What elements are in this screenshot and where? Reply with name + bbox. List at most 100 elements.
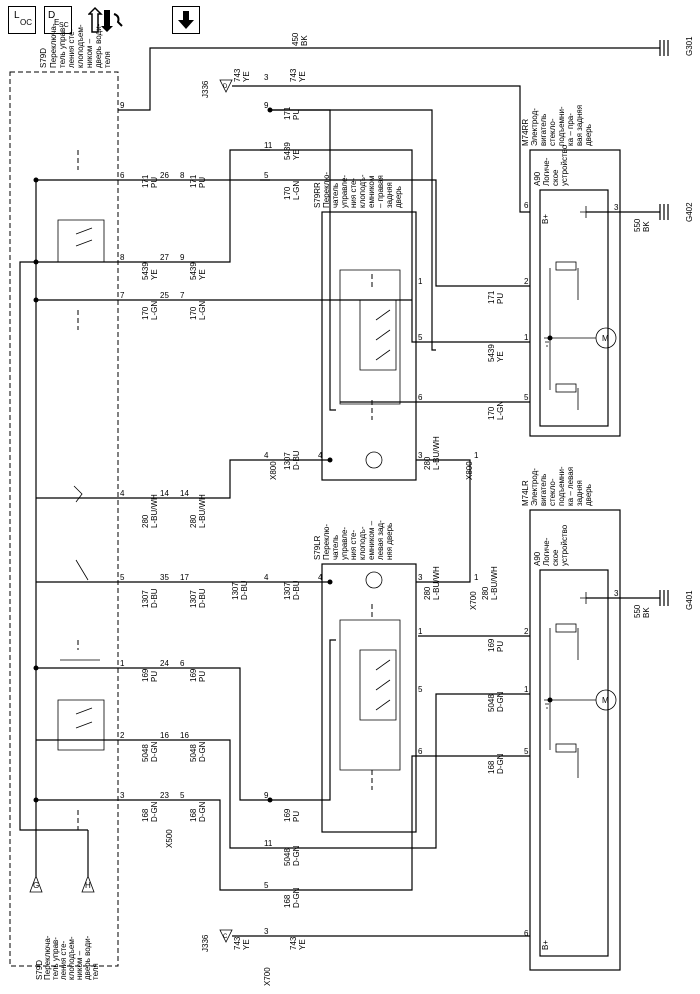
loc-icon-sub: OC [20,18,32,27]
svg-text:5: 5 [264,171,269,180]
svg-text:X800: X800 [269,461,278,480]
svg-text:тель управ-: тель управ- [58,25,67,68]
svg-text:6: 6 [180,659,185,668]
svg-text:Переклю-: Переклю- [322,524,331,560]
svg-text:BK: BK [642,607,651,618]
svg-text:клоподъем-: клоподъем- [76,24,85,68]
svg-text:клоподъ-: клоподъ- [358,526,367,560]
ground-g301: G301 [659,36,694,56]
svg-text:3: 3 [614,589,619,598]
svg-text:YE: YE [198,269,207,280]
svg-text:1: 1 [474,573,479,582]
svg-text:YE: YE [150,269,159,280]
svg-text:3: 3 [264,73,269,82]
ref-g-connector: G [29,874,43,893]
m74lr-label: M74LR Электрод- вигатель стекло- подъемн… [521,466,593,506]
svg-text:стекло-: стекло- [548,478,557,506]
svg-text:3: 3 [120,791,125,800]
svg-text:управле-: управле- [340,175,349,208]
connector-swap-icon[interactable] [87,6,124,36]
loc-icon[interactable]: L OC [8,6,36,34]
svg-text:1: 1 [418,627,423,636]
wire-5048-dgn-lr [270,693,530,849]
svg-text:3: 3 [614,203,619,212]
svg-text:YE: YE [292,149,301,160]
svg-text:A90: A90 [533,551,542,566]
arrow-down-icon[interactable] [172,6,200,34]
svg-text:Переключа-: Переключа- [49,23,58,68]
wire-170-lgn-rr [270,299,530,403]
svg-text:3: 3 [418,573,423,582]
svg-text:тель управ-: тель управ- [51,937,60,980]
svg-text:1: 1 [418,277,423,286]
desc-icon-main: D [48,10,56,21]
svg-text:теля: теля [103,51,112,68]
svg-text:S79D: S79D [39,48,48,68]
ground-g401: G401 [659,590,694,610]
ref-h-connector: H [81,874,95,893]
svg-text:ка – пра-: ка – пра- [566,113,575,146]
svg-text:устройство: устройство [560,524,569,566]
svg-text:5439: 5439 [141,262,150,280]
svg-text:1: 1 [474,451,479,460]
wire-5439-ye [36,149,270,263]
svg-text:L-GN: L-GN [496,401,505,420]
svg-text:16: 16 [180,731,189,740]
svg-text:G: G [33,881,39,890]
svg-text:550: 550 [633,218,642,232]
wire-743-ye-top [232,85,530,213]
svg-text:5: 5 [418,333,423,342]
svg-text:S79LR: S79LR [313,535,322,560]
svg-text:чатель: чатель [331,535,340,560]
svg-text:ское: ское [551,549,560,566]
s79lr-switch [321,563,417,833]
svg-text:L-GN: L-GN [292,181,301,200]
svg-text:клоподъ-: клоподъ- [358,174,367,208]
svg-text:D-BU: D-BU [292,580,301,600]
s79d-top-label: S79D Переключа- тель управ- ления сте- к… [39,23,112,68]
desc-icon[interactable]: D E SC [44,6,72,34]
svg-text:B+: B+ [541,940,550,950]
svg-text:Электрод-: Электрод- [530,108,539,146]
svg-text:743: 743 [289,68,298,82]
svg-text:7: 7 [180,291,185,300]
svg-text:280: 280 [423,456,432,470]
wire-450-bk [118,47,660,111]
svg-text:X500: X500 [165,829,174,848]
svg-text:2: 2 [524,277,529,286]
svg-text:ния сте-: ния сте- [349,530,358,560]
svg-text:L-GN: L-GN [150,301,159,320]
svg-text:PU: PU [150,177,159,188]
svg-text:168: 168 [189,808,198,822]
svg-text:D-GN: D-GN [198,741,207,762]
svg-text:D-BU: D-BU [292,450,301,470]
svg-text:5439: 5439 [487,344,496,362]
svg-text:450: 450 [291,32,300,46]
svg-text:дверь: дверь [584,124,593,146]
svg-text:D: D [223,84,228,90]
svg-text:14: 14 [180,489,189,498]
svg-text:2: 2 [524,627,529,636]
svg-text:1307: 1307 [283,582,292,600]
svg-text:170: 170 [283,186,292,200]
svg-text:YE: YE [298,939,307,950]
svg-text:280: 280 [423,586,432,600]
svg-text:743: 743 [289,936,298,950]
svg-text:YE: YE [242,71,251,82]
svg-text:9: 9 [180,253,185,262]
svg-text:5048: 5048 [487,694,496,712]
svg-text:5: 5 [524,747,529,756]
svg-text:280: 280 [189,514,198,528]
svg-text:4: 4 [120,489,125,498]
svg-text:9: 9 [120,101,125,110]
svg-text:емником –: емником – [367,520,376,560]
a90-bottom-label: A90 Логиче- ское устройство [533,524,569,566]
wire-168-dgn [36,799,270,891]
svg-text:Логиче-: Логиче- [542,157,551,186]
svg-text:подъемни-: подъемни- [557,466,566,506]
svg-text:YE: YE [242,939,251,950]
svg-text:D-GN: D-GN [198,801,207,822]
svg-text:11: 11 [264,141,273,150]
svg-text:вигатель: вигатель [539,474,548,506]
svg-text:6: 6 [524,929,529,938]
